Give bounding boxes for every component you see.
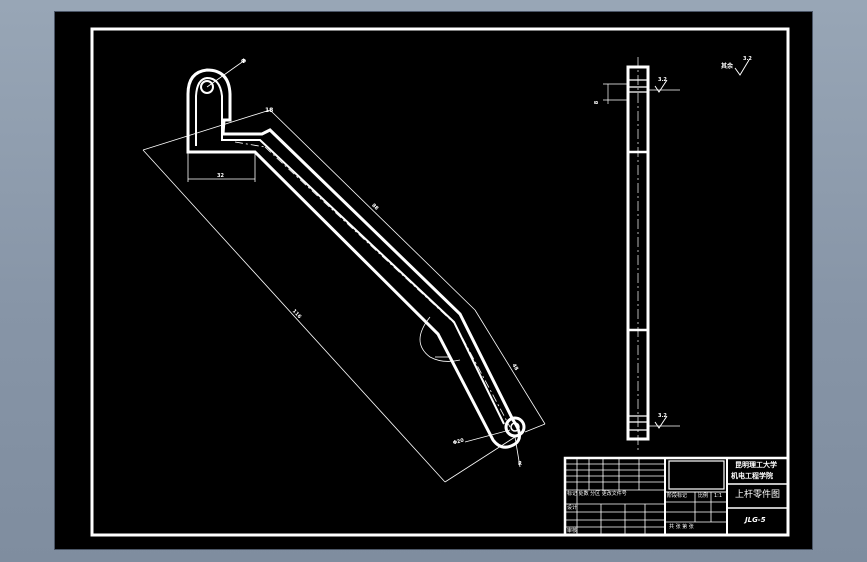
revision-grid (565, 458, 665, 535)
roughness-value-side-top: 3.2 (658, 77, 667, 83)
roughness-symbols (654, 59, 750, 429)
title-part-name: 上杆零件图 (735, 490, 781, 500)
lever-main-view (186, 68, 526, 449)
title-scale-label: 比例 (698, 493, 709, 499)
title-stage-label: 阶段标记 (667, 493, 688, 499)
roughness-value-side-bottom: 3.2 (658, 413, 667, 419)
lever-outline (186, 68, 521, 449)
dim-pin-end-label: R (518, 461, 522, 467)
title-university: 昆明理工大学 (735, 461, 777, 469)
leader-end-hole (464, 429, 511, 443)
dim-base-width-label: 32 (217, 173, 224, 179)
dim-top-hole-label: Φ (241, 58, 247, 65)
bottom-pin-inner (510, 422, 520, 432)
general-roughness-note: 其余 (721, 63, 734, 70)
dim-overall-length (142, 149, 446, 483)
drawing-sheet: Φ 18 32 88 116 48 Φ20 R 8 其余 3.2 3.2 3.2… (55, 12, 812, 549)
material-box (668, 460, 725, 490)
title-block (563, 456, 790, 537)
dim-wall-thickness-label: 8 (594, 100, 601, 105)
cad-drawing-canvas (90, 27, 790, 537)
title-checker-label: 审核 (567, 528, 578, 534)
roughness-symbol-general (734, 59, 750, 76)
bottom-pin-hole (504, 416, 526, 438)
dim-lower-segment (474, 309, 546, 425)
lever-inner-outline (195, 76, 505, 425)
dim-slot-width-label: 18 (265, 107, 274, 114)
top-pin-hole (200, 80, 214, 94)
title-rev-label: 标记 处数 分区 更改文件号 (567, 491, 627, 497)
roughness-symbol-side-top (654, 79, 668, 93)
side-view (603, 57, 680, 452)
title-designer-label: 设计 (567, 505, 578, 511)
title-block-frame (563, 456, 790, 537)
title-department: 机电工程学院 (731, 472, 773, 480)
title-scale-value: 1:1 (714, 493, 723, 499)
main-view-dims (142, 59, 546, 483)
outer-frame (90, 27, 790, 537)
leader-pin-end (514, 436, 521, 468)
title-sheet-label: 共 张 第 张 (669, 524, 694, 530)
roughness-symbol-side-bottom (654, 415, 668, 429)
centerline-arm (264, 146, 456, 325)
dim-angle-arc (419, 316, 461, 362)
title-drawing-no: JLG-5 (745, 516, 766, 524)
leader-top-hole (206, 59, 246, 88)
dim-arm-length (269, 109, 476, 311)
roughness-value-general: 3.2 (743, 56, 752, 62)
